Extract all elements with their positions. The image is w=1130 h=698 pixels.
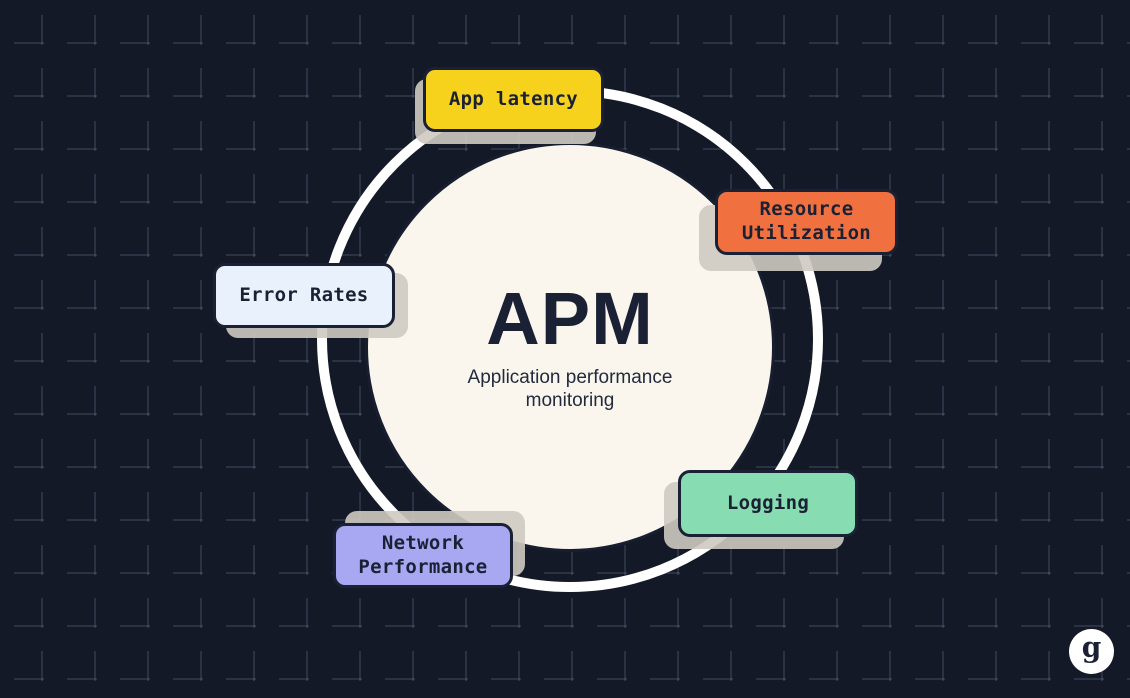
apm-title: APM <box>486 276 654 360</box>
node-app-latency: App latency <box>423 67 604 132</box>
node-resource-utilization: Resource Utilization <box>715 189 898 255</box>
brand-logo: g <box>1069 629 1114 674</box>
node-error-rates-label: Error Rates <box>239 283 369 306</box>
node-error-rates: Error Rates <box>213 263 395 328</box>
node-app-latency-label: App latency <box>448 87 579 110</box>
node-network-performance: Network Performance <box>333 523 513 588</box>
node-resource-utilization-label: Resource Utilization <box>741 198 872 244</box>
node-network-performance-label: Network Performance <box>358 531 488 578</box>
node-logging-label: Logging <box>726 491 810 514</box>
node-logging: Logging <box>678 470 858 537</box>
brand-logo-letter-icon: g <box>1081 630 1102 664</box>
apm-subtitle: Application performance monitoring <box>467 366 673 411</box>
